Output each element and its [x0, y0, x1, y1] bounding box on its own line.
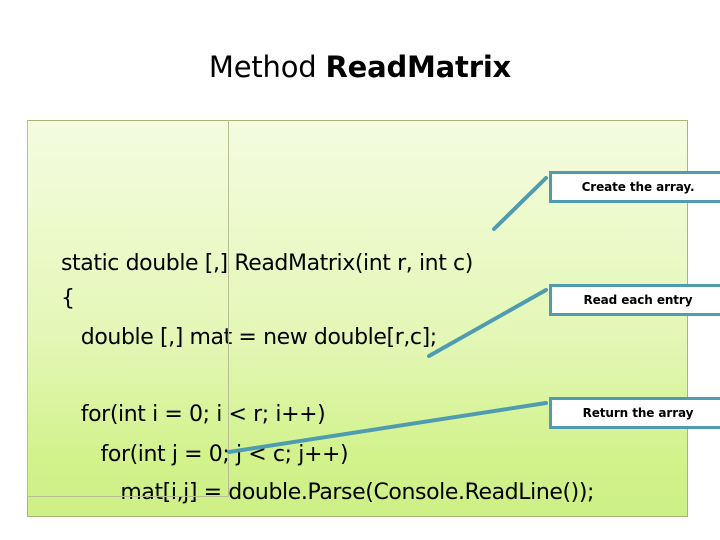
code-line-signature: static double [,] ReadMatrix(int r, int …: [61, 251, 473, 276]
code-line-declare-mat: double [,] mat = new double[r,c];: [61, 325, 437, 350]
page-title: Method ReadMatrix: [0, 50, 720, 84]
code-line-open-brace: {: [61, 286, 75, 311]
callout-create-the-array[interactable]: Create the array.: [549, 171, 720, 203]
page-title-prefix: Method: [208, 50, 326, 84]
code-line-inner-for: for(int j = 0; j < c; j++): [61, 442, 349, 467]
code-line-outer-for: for(int i = 0; i < r; i++): [61, 402, 326, 427]
callout-read-each-entry[interactable]: Read each entry: [549, 284, 720, 316]
code-line-assign-mat: mat[i,j] = double.Parse(Console.ReadLine…: [61, 480, 595, 505]
callout-return-label: Return the array: [582, 406, 694, 420]
callout-read-label: Read each entry: [583, 293, 693, 307]
callout-create-label: Create the array.: [581, 180, 695, 194]
page-title-method-name: ReadMatrix: [325, 50, 512, 84]
callout-return-the-array[interactable]: Return the array: [549, 397, 720, 429]
